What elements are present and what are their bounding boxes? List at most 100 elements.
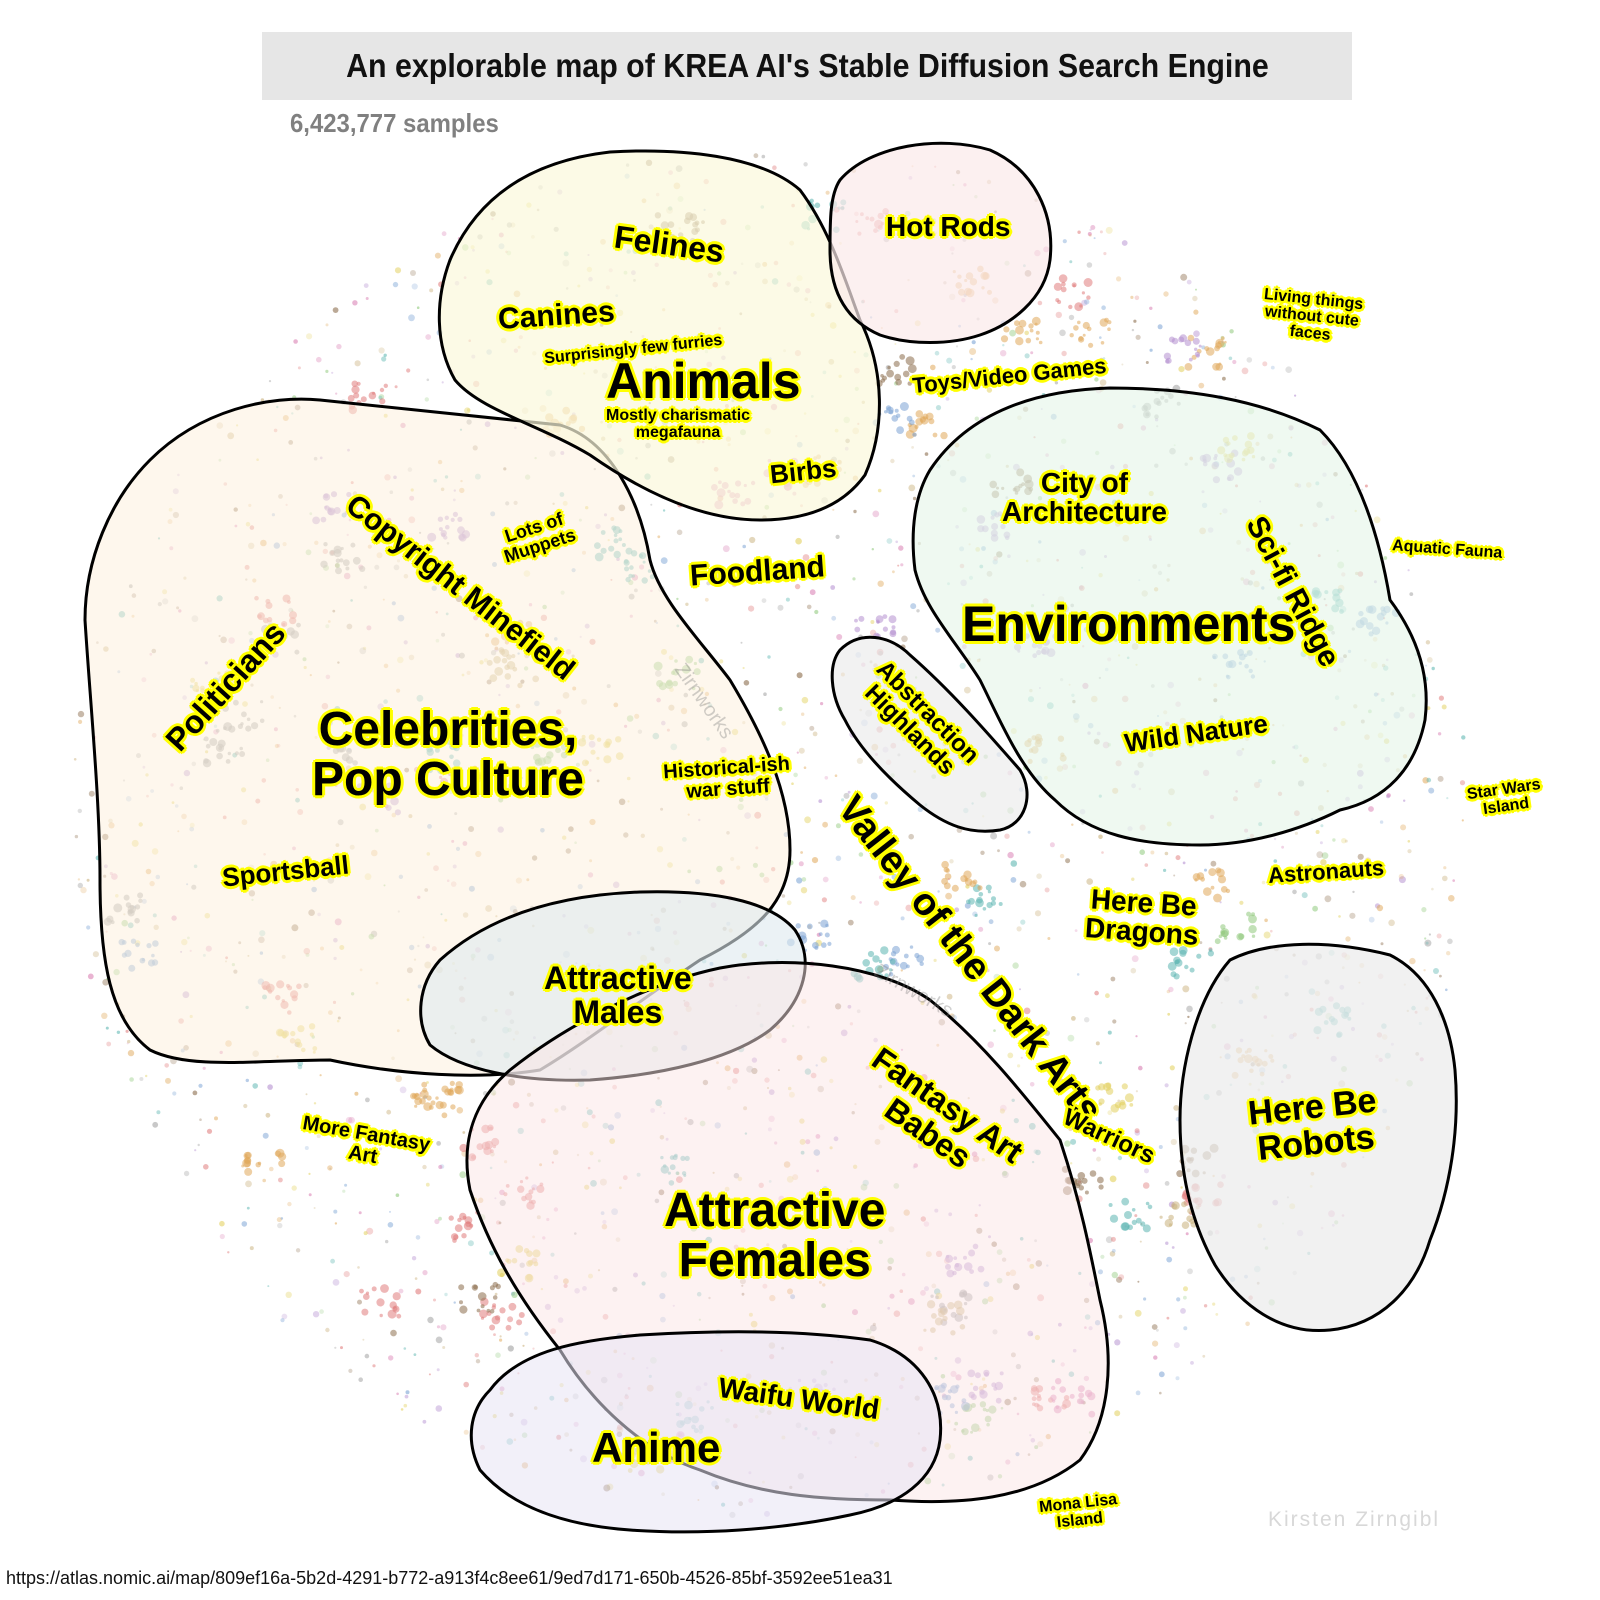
label-historical-war-stuff[interactable]: Historical-ish war stuff <box>663 753 792 805</box>
label-living-things[interactable]: Living things without cute faces <box>1260 286 1364 348</box>
scatter-point <box>245 1078 249 1083</box>
label-celebrities-pop-culture[interactable]: Celebrities, Pop Culture <box>312 704 584 806</box>
label-animals[interactable]: Animals <box>606 353 801 409</box>
scatter-point <box>1061 350 1067 357</box>
scatter-point <box>1077 1128 1083 1134</box>
scatter-point <box>912 432 917 437</box>
label-attractive-females[interactable]: Attractive Females <box>664 1185 885 1287</box>
scatter-point <box>1018 319 1027 328</box>
scatter-point <box>831 615 837 621</box>
scatter-point <box>416 306 420 310</box>
scatter-point <box>884 973 889 978</box>
scatter-point <box>1215 338 1225 348</box>
scatter-point <box>1098 1184 1104 1190</box>
scatter-point <box>985 968 990 973</box>
label-attractive-males[interactable]: Attractive Males <box>544 961 692 1029</box>
scatter-point <box>429 288 434 293</box>
scatter-point <box>379 398 386 405</box>
scatter-point <box>1171 1203 1178 1210</box>
scatter-point <box>761 598 767 603</box>
scatter-point <box>1078 336 1085 343</box>
scatter-point <box>1163 291 1169 297</box>
scatter-point <box>508 1302 517 1311</box>
scatter-point <box>479 1309 488 1319</box>
region-hot-rods[interactable] <box>828 141 1053 344</box>
scatter-point <box>199 1118 202 1121</box>
label-here-be-robots[interactable]: Here Be Robots <box>1246 1081 1382 1167</box>
region-anime[interactable] <box>469 1330 943 1534</box>
scatter-point <box>415 1235 421 1240</box>
scatter-point <box>1181 1221 1190 1229</box>
label-city-of-architecture[interactable]: City of Architecture <box>1002 468 1167 527</box>
scatter-point <box>941 860 949 869</box>
scatter-point <box>203 1164 209 1170</box>
scatter-point <box>985 884 992 891</box>
scatter-point <box>1070 1074 1076 1080</box>
scatter-point <box>1207 950 1214 957</box>
scatter-point <box>1177 933 1183 939</box>
scatter-point <box>932 432 938 438</box>
scatter-point <box>451 1233 459 1241</box>
scatter-point <box>192 1090 198 1096</box>
scatter-point <box>1090 225 1096 230</box>
scatter-point <box>800 887 808 894</box>
scatter-point <box>796 751 799 754</box>
scatter-point <box>934 350 940 356</box>
label-hot-rods[interactable]: Hot Rods <box>886 211 1011 242</box>
scatter-point <box>1248 925 1257 934</box>
scatter-point <box>448 1215 454 1221</box>
scatter-point <box>1137 1280 1140 1283</box>
label-here-be-dragons[interactable]: Here Be Dragons <box>1084 883 1201 951</box>
scatter-point <box>740 641 743 644</box>
label-anime[interactable]: Anime <box>592 1424 721 1471</box>
scatter-point <box>778 706 783 712</box>
region-environments[interactable] <box>911 386 1428 847</box>
scatter-point <box>92 951 99 958</box>
scatter-point <box>1202 1354 1206 1358</box>
scatter-point <box>1190 1361 1194 1365</box>
scatter-point <box>870 620 875 624</box>
scatter-point <box>988 942 992 946</box>
label-line: Mostly charismatic <box>606 407 751 424</box>
scatter-point <box>898 545 904 551</box>
scatter-point <box>1077 320 1081 325</box>
scatter-point <box>1003 326 1010 333</box>
scatter-point <box>372 1364 376 1368</box>
scatter-point <box>381 356 387 362</box>
scatter-point <box>1262 361 1268 367</box>
scatter-point <box>1024 353 1030 359</box>
scatter-point <box>1135 1090 1138 1093</box>
source-url[interactable]: https://atlas.nomic.ai/map/809ef16a-5b2d… <box>6 1568 893 1588</box>
scatter-point <box>858 615 865 622</box>
scatter-point <box>1073 325 1079 331</box>
scatter-point <box>420 1089 429 1099</box>
scatter-point <box>1130 295 1134 299</box>
scatter-point <box>1436 933 1442 939</box>
label-environments[interactable]: Environments <box>962 596 1296 652</box>
scatter-point <box>260 398 265 402</box>
region-robots[interactable] <box>1178 942 1458 1333</box>
scatter-point <box>843 792 850 799</box>
scatter-point <box>1398 876 1406 884</box>
scatter-point <box>798 861 804 867</box>
scatter-point <box>378 347 385 354</box>
scatter-point <box>434 252 441 259</box>
scatter-point <box>909 945 914 949</box>
scatter-point <box>1225 888 1231 894</box>
scatter-point <box>905 356 915 366</box>
scatter-point <box>1180 1308 1186 1314</box>
scatter-point <box>495 1352 501 1358</box>
scatter-point <box>1158 1371 1165 1378</box>
region-abstraction[interactable] <box>830 635 1029 833</box>
scatter-point <box>404 1394 409 1399</box>
scatter-point <box>812 942 819 949</box>
region-animals[interactable] <box>437 149 881 522</box>
label-megafauna[interactable]: Mostly charismatic megafauna <box>606 407 751 442</box>
scatter-point <box>900 916 905 921</box>
scatter-point <box>268 380 272 383</box>
scatter-point <box>441 231 447 237</box>
scatter-point <box>1100 341 1105 345</box>
scatter-point <box>129 1077 134 1082</box>
scatter-point <box>945 892 952 900</box>
